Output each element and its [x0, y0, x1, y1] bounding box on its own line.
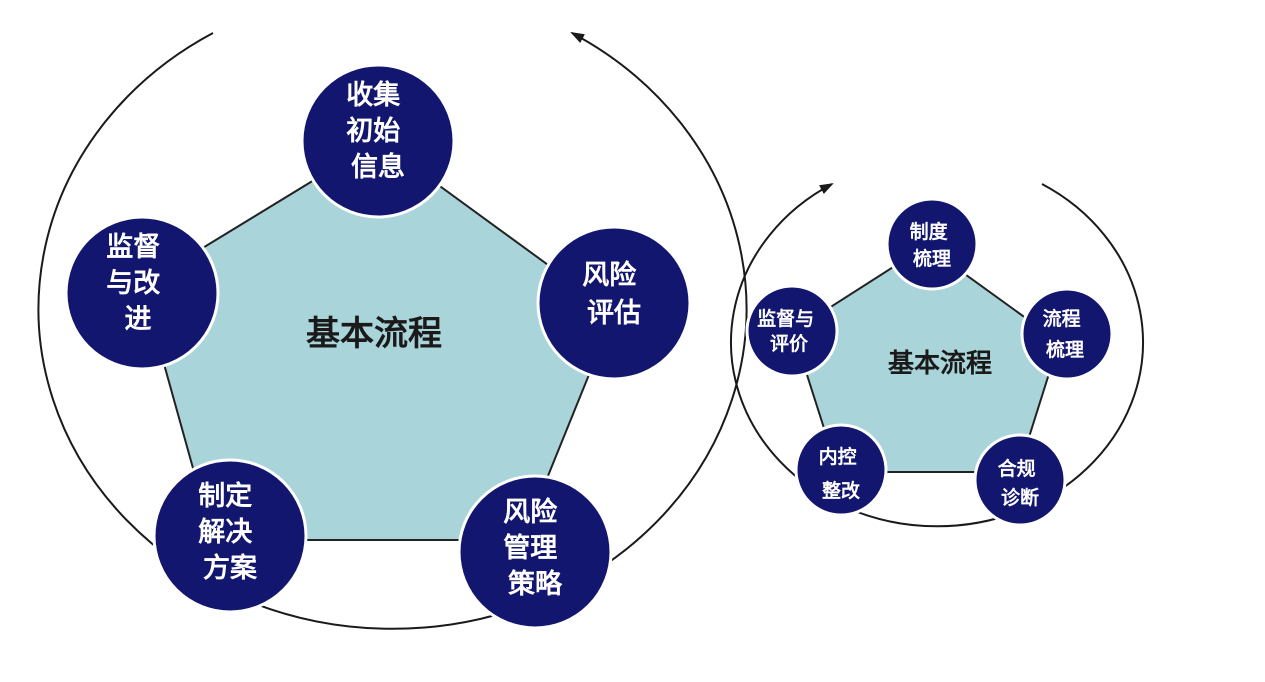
small-node-policy-review: 制度 梳理 [885, 197, 979, 291]
large-node-solution-plan-label: 制定 解决 方案 [198, 480, 261, 584]
small-node-policy-review-label: 制度 梳理 [910, 220, 955, 270]
small-node-control-rectify: 内控 整改 [794, 423, 888, 517]
large-process-diagram: 基本流程 收集 初始 信息 风险 评估 风险 [64, 63, 692, 630]
large-node-monitor-improve-label: 监督 与改 进 [106, 232, 169, 335]
large-node-collect-info: 收集 初始 信息 [300, 63, 456, 219]
large-node-collect-info-label: 收集 初始 信息 [346, 79, 409, 183]
small-center-label: 基本流程 [888, 349, 992, 379]
small-node-process-review: 流程 梳理 [1020, 287, 1114, 381]
small-node-monitor-evaluate-label: 监督与 评价 [757, 307, 821, 355]
large-node-risk-strategy: 风险 管理 策略 [457, 474, 613, 630]
small-node-monitor-evaluate: 监督与 评价 [745, 284, 839, 378]
large-node-risk-assessment-label: 风险 评估 [582, 259, 645, 329]
small-node-compliance-diagnosis: 合规 诊断 [973, 433, 1067, 527]
small-node-process-review-label: 流程 梳理 [1043, 307, 1088, 361]
large-center-label: 基本流程 [306, 314, 442, 354]
large-node-solution-plan: 制定 解决 方案 [152, 458, 308, 614]
small-node-control-rectify-label: 内控 整改 [819, 445, 864, 502]
small-cycle-arrow [730, 183, 1144, 528]
large-node-monitor-improve: 监督 与改 进 [64, 215, 220, 371]
large-node-risk-assessment: 风险 评估 [536, 225, 692, 381]
small-process-diagram: 基本流程 制度 梳理 流程 梳理 合规 诊断 [745, 197, 1114, 527]
large-node-risk-strategy-label: 风险 管理 策略 [503, 496, 566, 600]
small-node-compliance-diagnosis-label: 合规 诊断 [998, 457, 1043, 509]
large-cycle-arrow [37, 32, 748, 630]
